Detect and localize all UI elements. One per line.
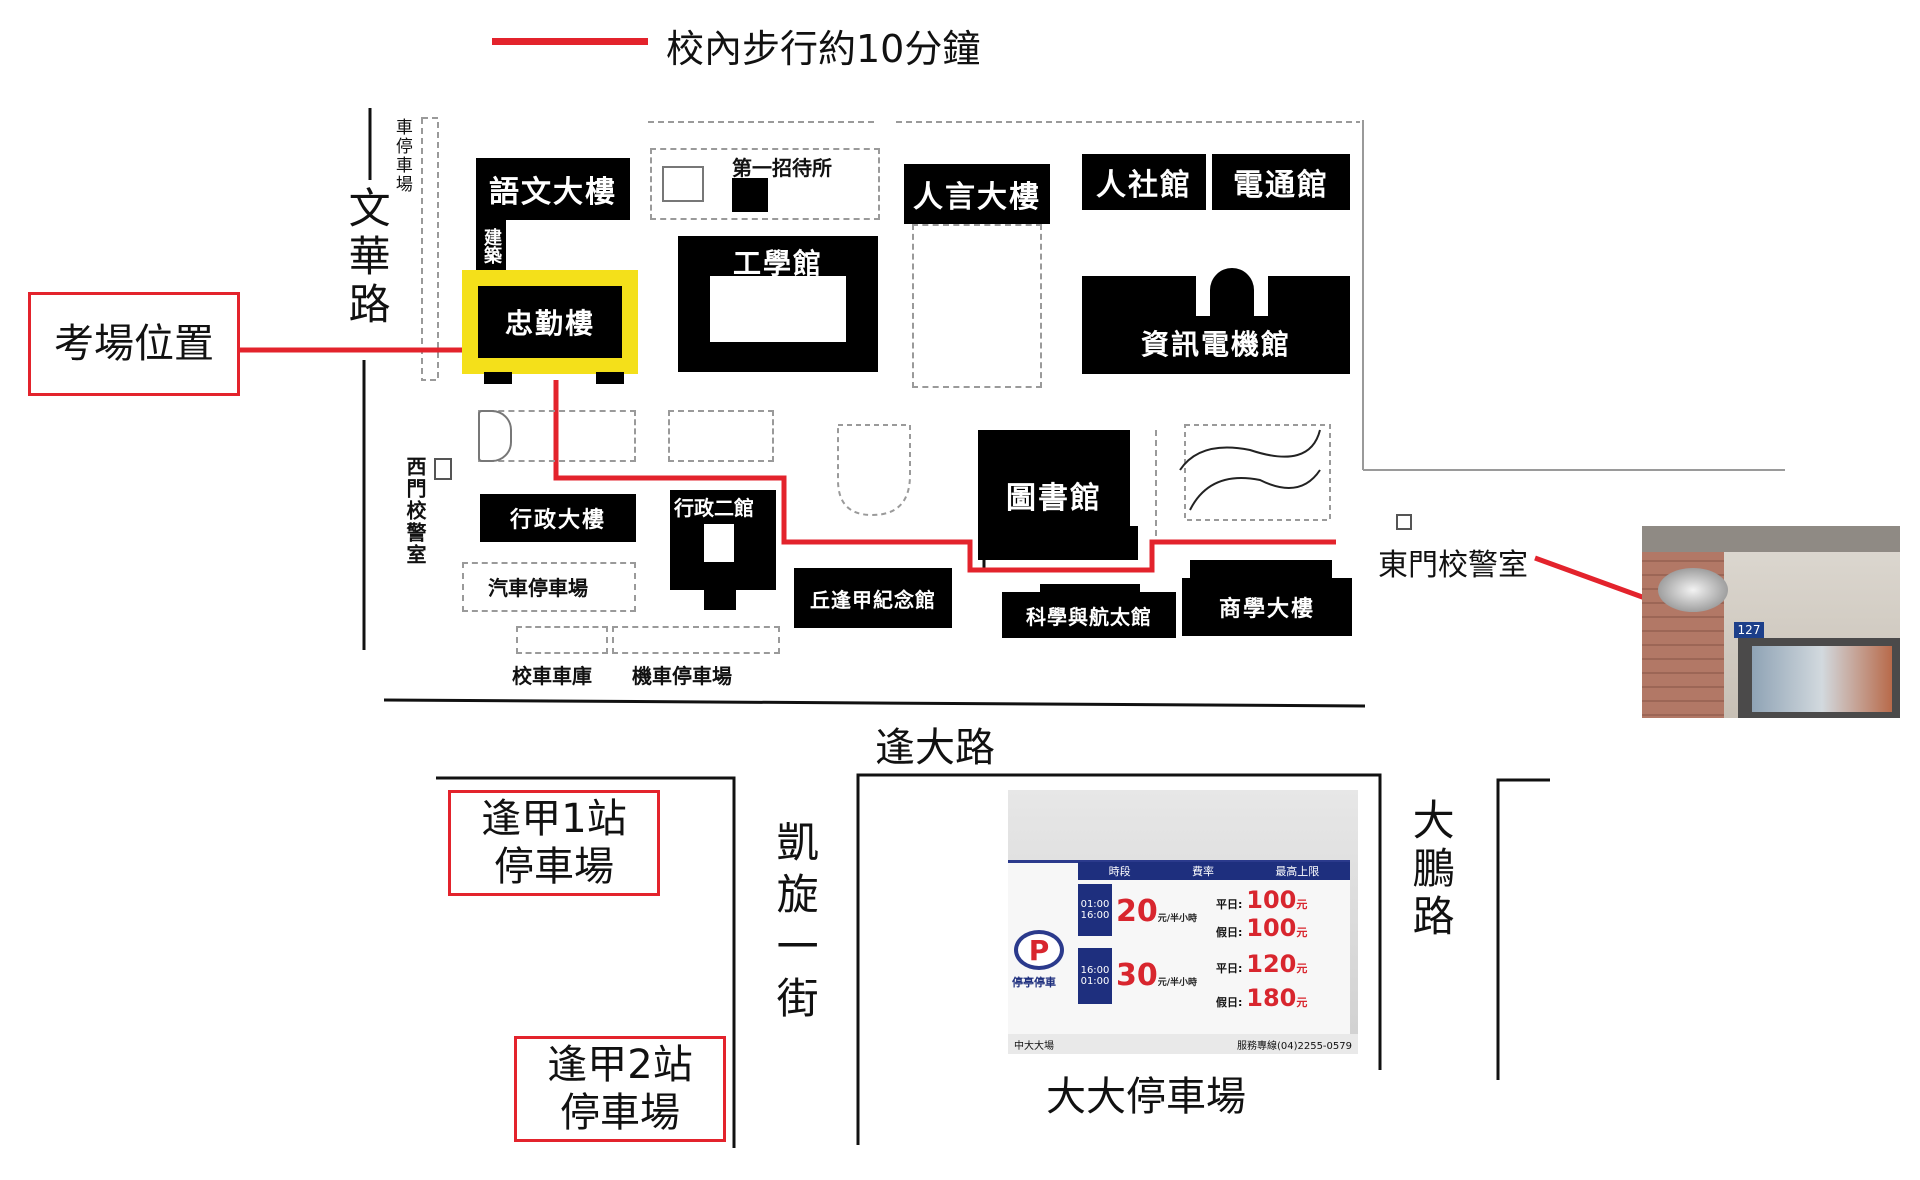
kexue-top [1040, 584, 1140, 594]
first-guest-small-box [662, 166, 704, 202]
legend-text: 校內步行約10分鐘 [666, 27, 981, 71]
building-shangxue: 商學大樓 [1182, 578, 1352, 636]
photo-roof [1642, 526, 1900, 552]
middle-lot [668, 410, 774, 462]
sign-row1-weekday: 平日: 100元 [1216, 886, 1308, 914]
building-jianzhu: 建築 [476, 214, 506, 278]
library-notch [1126, 526, 1138, 560]
feng1-parking-label: 逢甲1站 停車場 [448, 790, 660, 896]
building-kexue: 科學與航太館 [1002, 592, 1176, 638]
building-renshe: 人社館 [1082, 154, 1206, 210]
school-garage-label: 校車車庫 [512, 664, 592, 688]
parking-p-logo-icon: P [1014, 930, 1064, 970]
school-garage-area [516, 626, 608, 654]
building-library: 圖書館 [978, 430, 1130, 560]
lamp-icon [1658, 568, 1728, 612]
sign-header: 時段 費率 最高上限 [1078, 862, 1350, 880]
moto-parking-area [612, 626, 780, 654]
sign-board [1008, 860, 1350, 1054]
building-renyan: 人言大樓 [904, 164, 1050, 224]
house-plate: 127 [1734, 622, 1764, 638]
sign-row1-holiday: 假日: 100元 [1216, 914, 1308, 942]
building-qiufengjia: 丘逢甲紀念館 [794, 568, 952, 628]
first-guest-area [650, 148, 880, 220]
sign-row2-rate: 30元/半小時 [1116, 958, 1198, 993]
east-gate-box [1396, 514, 1412, 530]
building-diantong: 電通館 [1212, 154, 1350, 210]
zhongqin-foot [596, 372, 624, 384]
sign-footer: 中大大場 服務專線(04)2255-0579 [1008, 1034, 1358, 1054]
building-yuwen: 語文大樓 [476, 158, 630, 220]
building-zhongqin: 忠勤樓 [478, 286, 622, 358]
sign-row1-rate: 20元/半小時 [1116, 894, 1198, 929]
moto-parking-label: 機車停車場 [632, 664, 732, 688]
road-fengda: 逢大路 [875, 725, 995, 771]
west-semicircle [478, 410, 512, 462]
sign-row2-weekday: 平日: 120元 [1216, 950, 1308, 978]
car-parking-area [462, 562, 636, 612]
gongxue-court [710, 276, 846, 342]
car-parking-label: 汽車停車場 [488, 576, 588, 600]
dada-parking-label: 大大停車場 [1046, 1074, 1246, 1120]
feng2-parking-label: 逢甲2站 停車場 [514, 1036, 726, 1142]
sign-row1-time: 01:00 16:00 [1078, 884, 1112, 936]
renyan-wing [912, 224, 1042, 388]
east-gate-label: 東門校警室 [1378, 548, 1528, 583]
parking-sign-photo: 時段 費率 最高上限 P 停亭停車 01:00 16:00 20元/半小時 平日… [1008, 790, 1358, 1054]
building-xingzheng: 行政大樓 [480, 494, 636, 542]
west-gate-box [434, 458, 452, 480]
road-dapeng: 大鵬路 [1406, 798, 1456, 942]
shangxue-top [1190, 560, 1332, 580]
xingzheng2-stem [704, 586, 736, 610]
sign-row2-time: 16:00 01:00 [1078, 948, 1112, 1004]
first-guest-building [732, 178, 768, 212]
zixun-dome [1210, 268, 1254, 316]
first-guest-label: 第一招待所 [732, 156, 832, 180]
exam-location-label: 考場位置 [28, 292, 240, 396]
road-kaixuan: 凱旋一街 [770, 820, 820, 1028]
east-gate-photo: 127 [1642, 526, 1900, 718]
door-glass [1752, 646, 1892, 712]
sign-row2-holiday: 假日: 180元 [1216, 984, 1308, 1012]
xingzheng2-court [704, 524, 734, 562]
top-parking-label: 車停車場 [391, 118, 412, 194]
west-gate-label: 西門校警室 [403, 456, 427, 566]
zhongqin-foot [484, 372, 512, 384]
road-wenhua: 文華路 [342, 186, 392, 330]
legend-line [492, 38, 648, 45]
sign-brand: 停亭停車 [1012, 976, 1056, 989]
